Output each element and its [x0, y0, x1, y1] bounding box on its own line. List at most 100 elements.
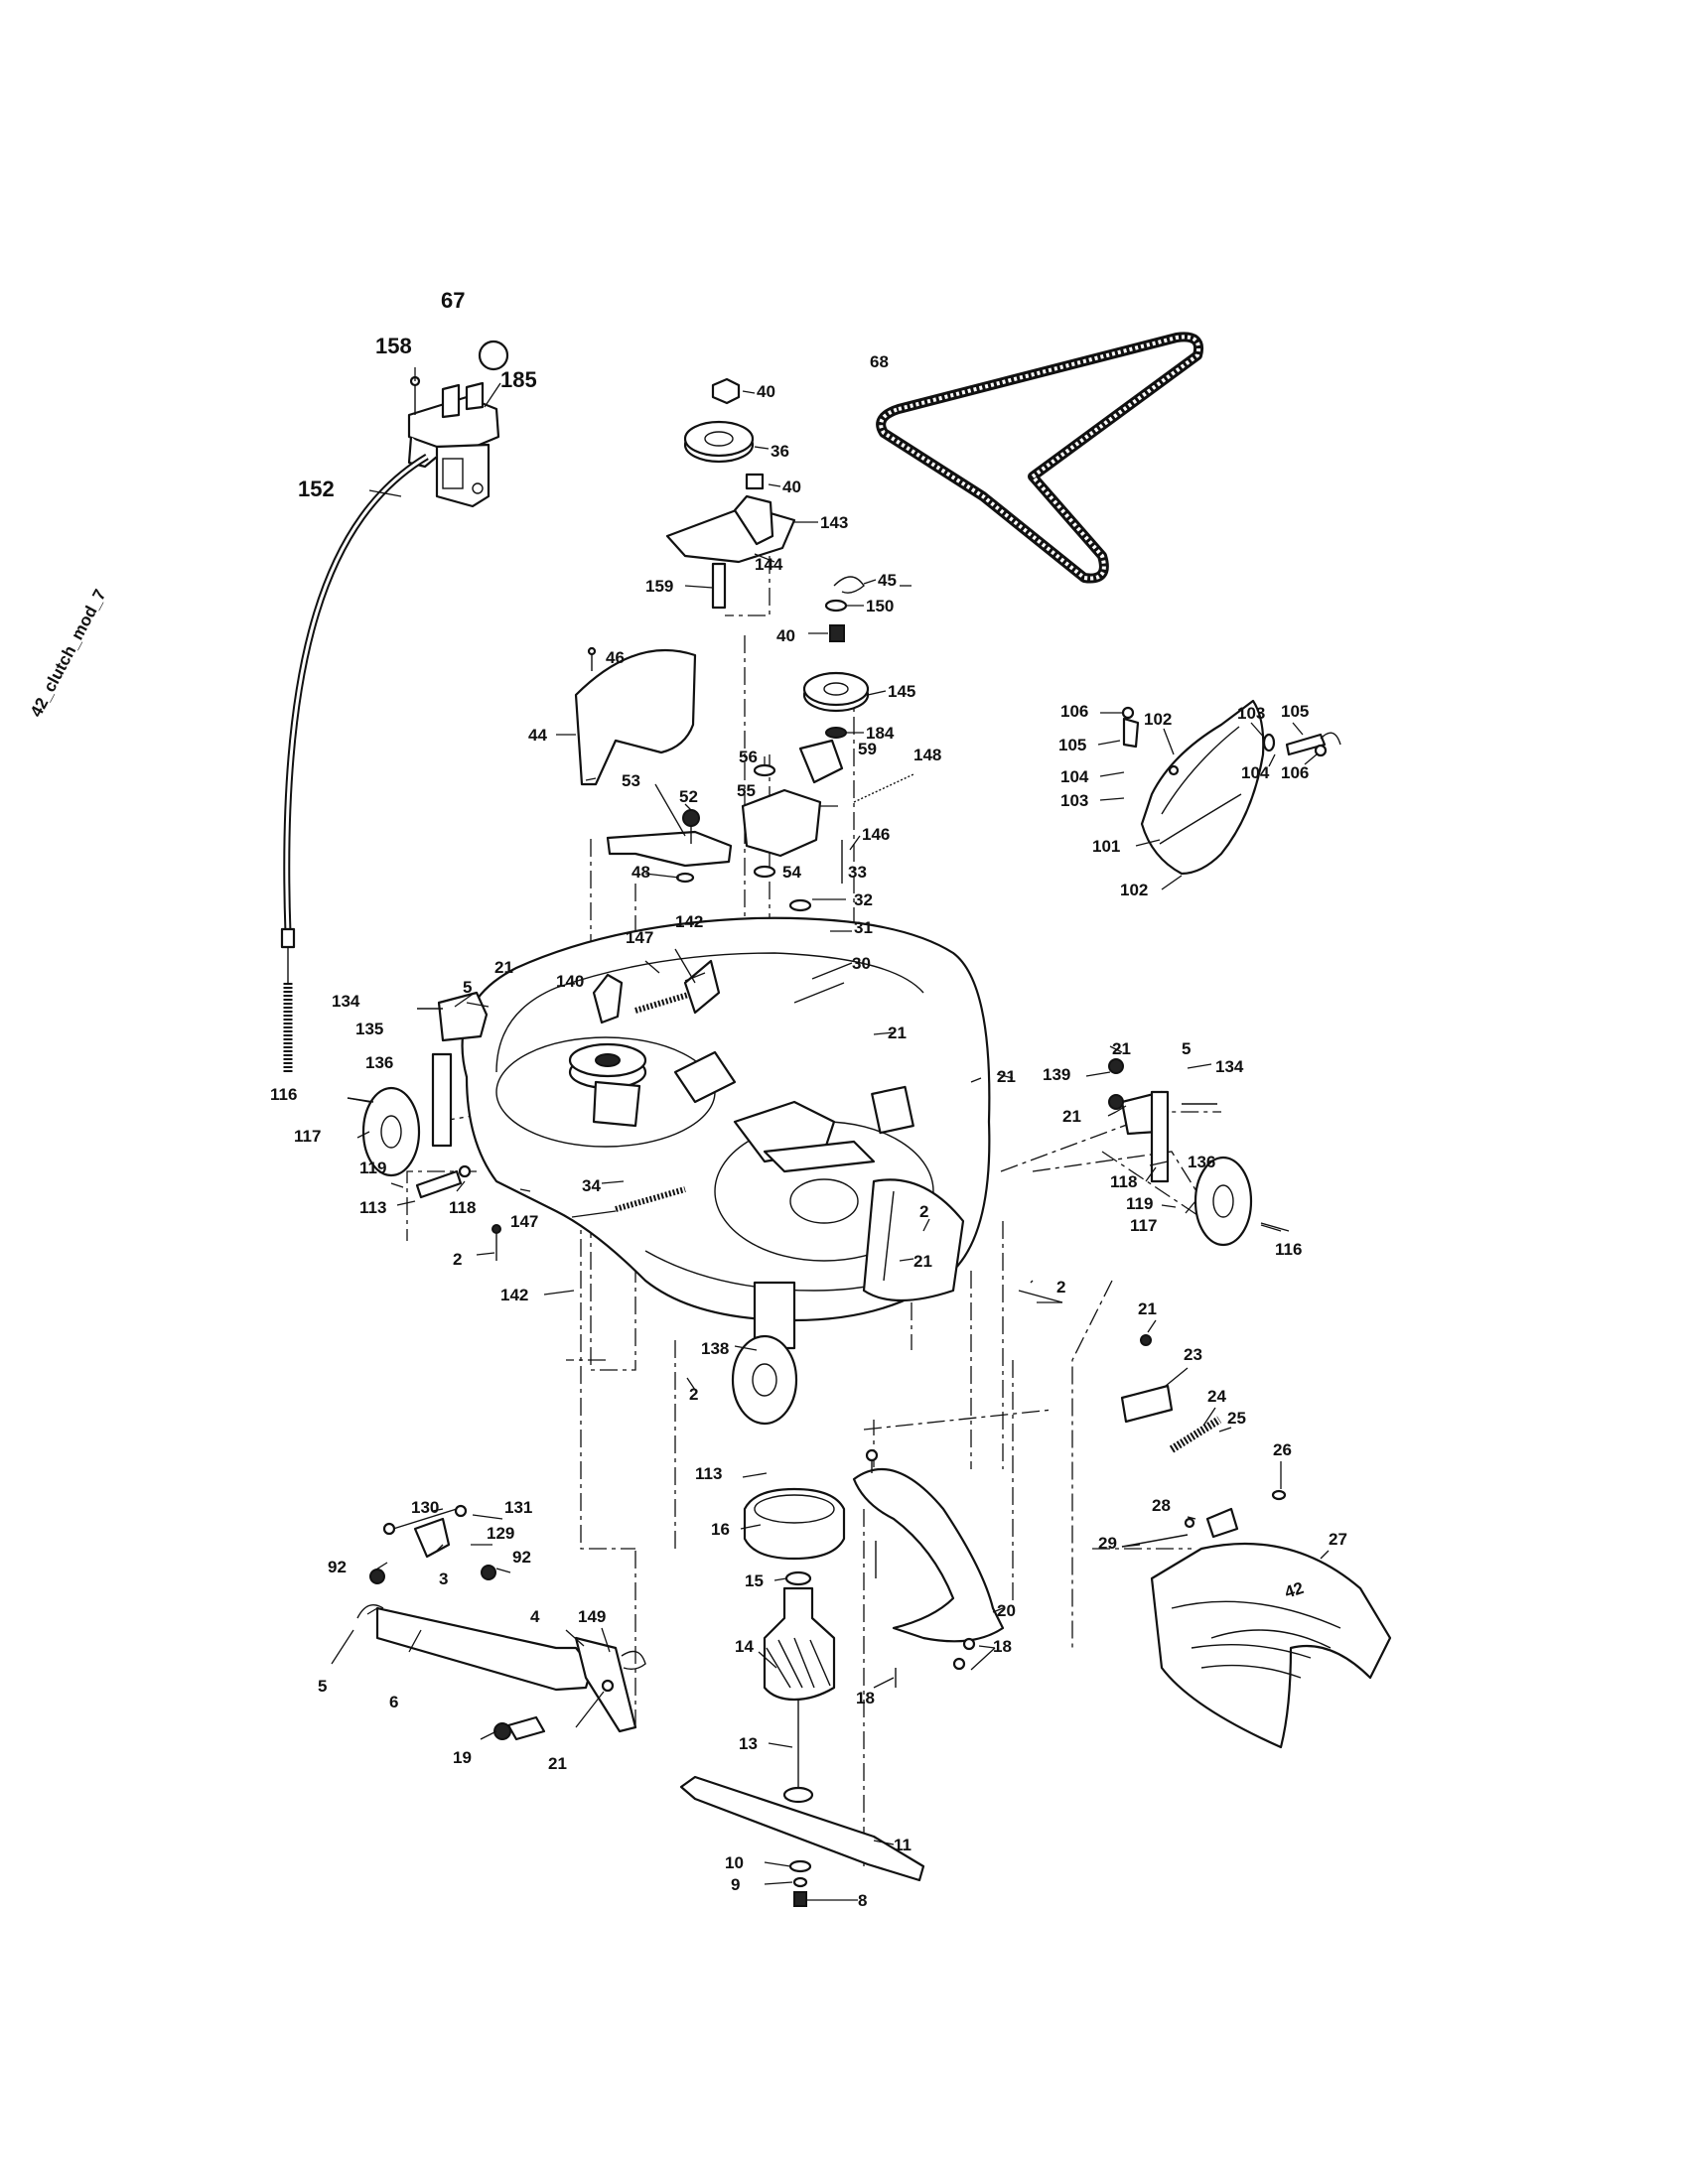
label-52: 52 — [679, 787, 698, 806]
cable-marking: 42_clutch_mod_7 — [27, 586, 110, 720]
label-117a: 117 — [294, 1127, 321, 1146]
label-102b: 102 — [1120, 881, 1148, 899]
label-34: 34 — [582, 1176, 601, 1195]
label-147a: 147 — [626, 928, 653, 947]
deck-left-spindle — [568, 1042, 737, 1128]
baffle-part-20 — [852, 1448, 1005, 1688]
bolt-part-159 — [711, 562, 727, 610]
blade-spindle-stack — [679, 1487, 925, 1907]
idler-bracket-part-53 — [606, 809, 733, 884]
label-148: 148 — [913, 746, 941, 764]
idler-plate-part-55 — [741, 788, 822, 858]
label-20: 20 — [997, 1601, 1016, 1620]
label-101: 101 — [1092, 837, 1120, 856]
bracket-part-136 — [431, 1052, 453, 1148]
label-44: 44 — [528, 726, 547, 745]
label-18a: 18 — [993, 1637, 1012, 1656]
label-2b: 2 — [919, 1202, 928, 1221]
left-gauge-wheel — [347, 991, 501, 1261]
label-103b: 103 — [1060, 791, 1088, 810]
label-9: 9 — [731, 1875, 740, 1894]
bolt-part-113 — [415, 1169, 463, 1199]
label-134a: 134 — [332, 992, 360, 1011]
spring-part-25 — [1169, 1416, 1222, 1453]
label-104b: 104 — [1241, 763, 1270, 782]
label-5c: 5 — [318, 1677, 327, 1696]
label-150: 150 — [866, 597, 894, 615]
washer-part-56 — [753, 763, 776, 777]
knob-part-67 — [478, 340, 509, 371]
label-2c: 2 — [1056, 1278, 1065, 1297]
spindle-part-14 — [763, 1586, 836, 1702]
label-59: 59 — [858, 740, 877, 758]
label-147b: 147 — [510, 1212, 538, 1231]
label-13: 13 — [739, 1734, 758, 1753]
label-48: 48 — [632, 863, 650, 882]
bracket-part-136r — [1150, 1090, 1170, 1183]
label-21h: 21 — [1138, 1299, 1157, 1318]
label-11: 11 — [894, 1836, 912, 1854]
bracket-part-140 — [592, 973, 624, 1024]
bearing-part-15 — [784, 1570, 812, 1586]
label-14: 14 — [735, 1637, 754, 1656]
label-142b: 142 — [500, 1286, 528, 1304]
label-21d: 21 — [1112, 1039, 1131, 1058]
label-4: 4 — [530, 1607, 540, 1626]
label-131: 131 — [504, 1498, 532, 1517]
nut-part-40 — [711, 377, 741, 405]
label-113b: 113 — [695, 1464, 722, 1483]
nut-part-40b — [745, 473, 765, 490]
bracket-part-3 — [413, 1517, 451, 1559]
label-21f: 21 — [913, 1252, 932, 1271]
label-140: 140 — [556, 972, 584, 991]
label-10: 10 — [725, 1853, 744, 1872]
label-5a: 5 — [463, 978, 472, 997]
bracket-part-23 — [1120, 1384, 1174, 1424]
wheel-part-117 — [361, 1086, 421, 1177]
mulch-baffle-part-101 — [1121, 699, 1341, 876]
label-146: 146 — [862, 825, 890, 844]
label-45: 45 — [878, 571, 897, 590]
label-21g: 21 — [548, 1754, 567, 1773]
label-25: 25 — [1227, 1409, 1246, 1428]
label-54: 54 — [782, 863, 801, 882]
washer-part-48 — [675, 872, 695, 884]
label-119a: 119 — [359, 1159, 386, 1177]
label-129: 129 — [487, 1524, 514, 1543]
label-16: 16 — [711, 1520, 730, 1539]
label-29: 29 — [1098, 1534, 1117, 1553]
label-119b: 119 — [1126, 1194, 1153, 1213]
label-117b: 117 — [1130, 1216, 1157, 1235]
label-130: 130 — [411, 1498, 439, 1517]
label-15: 15 — [745, 1571, 764, 1590]
spring-part-148 — [853, 773, 914, 803]
washer-part-54 — [753, 865, 776, 879]
label-106b: 106 — [1281, 763, 1309, 782]
label-184: 184 — [866, 724, 895, 743]
label-92b: 92 — [512, 1548, 531, 1567]
label-104a: 104 — [1060, 767, 1089, 786]
label-139: 139 — [1043, 1065, 1070, 1084]
spacer-part-184 — [825, 727, 847, 739]
label-144: 144 — [755, 555, 783, 574]
label-105a: 105 — [1058, 736, 1086, 754]
label-27: 27 — [1329, 1530, 1347, 1549]
label-116a: 116 — [270, 1085, 297, 1104]
clutch-bracket-assembly — [407, 340, 509, 508]
deck-size-marking: 42 — [1282, 1578, 1306, 1602]
nut-part-40c — [829, 624, 845, 642]
label-5b: 5 — [1182, 1039, 1191, 1058]
label-136b: 136 — [1188, 1153, 1215, 1171]
label-33: 33 — [848, 863, 867, 882]
label-185: 185 — [500, 367, 537, 392]
leader-lines — [331, 367, 1330, 1901]
label-21a: 21 — [494, 958, 513, 977]
washer-part-9 — [792, 1876, 808, 1888]
label-40c: 40 — [776, 626, 795, 645]
label-149: 149 — [578, 1607, 606, 1626]
link-part-6 — [375, 1606, 594, 1692]
part-number-labels: 67 158 185 152 40 36 40 143 144 159 45 1… — [270, 288, 1347, 1910]
label-24: 24 — [1207, 1387, 1226, 1406]
label-2d: 2 — [689, 1385, 698, 1404]
